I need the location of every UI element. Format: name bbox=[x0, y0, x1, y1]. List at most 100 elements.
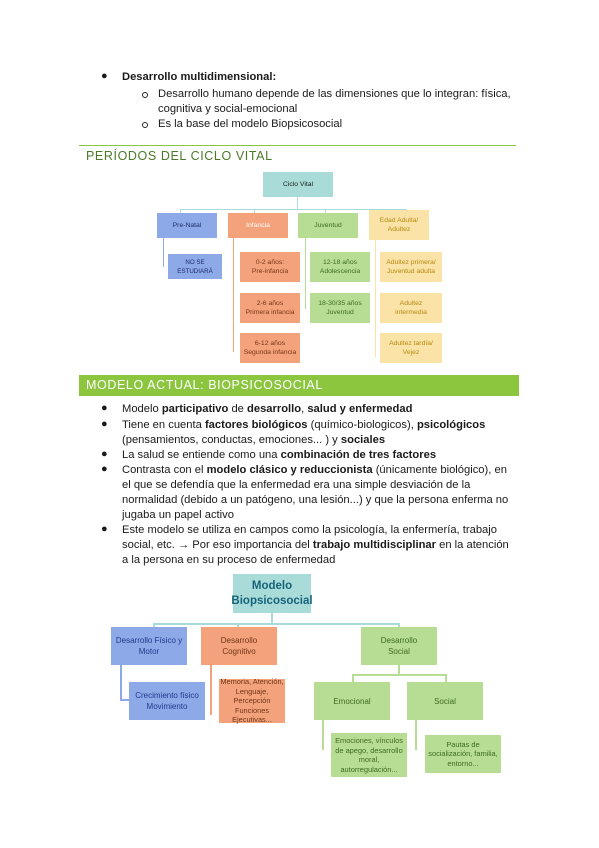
section-banner: MODELO ACTUAL: BIOPSICOSOCIAL bbox=[79, 375, 519, 396]
node-line: Memoria, Atención, bbox=[220, 677, 284, 687]
node-line: Lenguaje, Percepción bbox=[233, 686, 271, 706]
bold-text: modelo clásico y reduccionista bbox=[206, 464, 373, 476]
text: (pensamientos, conductas, emociones... )… bbox=[122, 434, 341, 446]
connector bbox=[415, 720, 417, 750]
diagram-node-adultez-primera: Adultez primera/Juventud adulta bbox=[380, 252, 442, 282]
node-line: Adultez primera/ bbox=[386, 259, 436, 266]
connector bbox=[153, 623, 399, 625]
connector bbox=[352, 674, 446, 676]
node-line: de apego, desarrollo bbox=[335, 745, 403, 755]
node-line: Motor bbox=[138, 647, 160, 656]
diagram-node-root: Ciclo Vital bbox=[263, 172, 333, 197]
circle-bullet-icon bbox=[142, 92, 148, 98]
diagram-node-emocional: Emocional bbox=[314, 682, 390, 720]
diagram-node-prenatal: Pre-Natal bbox=[157, 213, 217, 238]
connector bbox=[237, 623, 239, 628]
bullet-icon: ● bbox=[101, 448, 108, 460]
list-item-continuation: (pensamientos, conductas, emociones... )… bbox=[122, 433, 385, 448]
diagram-node-juventud: Juventud bbox=[298, 213, 358, 238]
bullet-icon: ● bbox=[101, 523, 108, 535]
connector bbox=[398, 623, 400, 628]
diagram-node-adulta: Edad Adulta/Adultez bbox=[369, 210, 429, 240]
list-item-continuation: jugaba un papel activo bbox=[122, 509, 234, 521]
diagram-node-preinfancia: 0-2 años: Pre-infancia bbox=[240, 252, 300, 282]
bold-text: factores biológicos bbox=[204, 419, 308, 431]
node-line: autorregulación... bbox=[340, 764, 398, 774]
node-line: moral, bbox=[358, 755, 380, 764]
node-line: 12-18 años bbox=[322, 259, 357, 266]
text: Modelo bbox=[122, 403, 162, 415]
list-item: Este modelo se utiliza en campos como la… bbox=[122, 524, 497, 536]
text: La salud se entiende como una bbox=[122, 449, 281, 461]
node-line: 0-2 años: bbox=[255, 259, 285, 266]
node-line: Pre-infancia bbox=[251, 268, 289, 275]
node-line: Funciones bbox=[234, 705, 270, 715]
text: (químico-biologicos), bbox=[307, 419, 417, 431]
sub-bullet-text: cognitiva y social-emocional bbox=[158, 103, 298, 115]
diagram-node-adultez-tardia: Adultez tardía/Vejez bbox=[380, 333, 442, 363]
node-line: Primera infancia bbox=[245, 309, 295, 316]
node-line: Juventud adulta bbox=[387, 268, 435, 275]
sub-bullet-text: Es la base del modelo Biopsicosocial bbox=[158, 118, 343, 130]
node-line: Desarrollo Físico y bbox=[115, 636, 183, 645]
section-heading: PERÍODOS DEL CICLO VITAL bbox=[86, 149, 273, 163]
node-line: entorno... bbox=[447, 758, 479, 768]
node-line: Pautas de bbox=[446, 739, 480, 749]
node-line: Modelo bbox=[251, 579, 293, 592]
list-item-continuation: a la persona en su proceso de enfermedad bbox=[122, 554, 336, 566]
bullet-icon: ● bbox=[101, 70, 108, 82]
diagram-node-fisico: Desarrollo Físico y Motor bbox=[111, 627, 187, 665]
node-line: socialización, familia, bbox=[428, 749, 498, 759]
list-item: Contrasta con el modelo clásico y reducc… bbox=[122, 463, 507, 478]
text: de bbox=[228, 403, 248, 415]
node-line: Adultez tardía/ bbox=[389, 340, 433, 347]
bold-text: trabajo multidisciplinar bbox=[312, 539, 436, 551]
node-line: Juventud bbox=[326, 309, 354, 316]
diagram-node-social: Social bbox=[407, 682, 483, 720]
connector bbox=[153, 623, 155, 628]
connector bbox=[120, 665, 122, 700]
node-line: intermedia bbox=[395, 309, 427, 316]
bullet-icon: ● bbox=[101, 463, 108, 475]
list-item: Tiene en cuenta factores biológicos (quí… bbox=[122, 418, 485, 433]
connector bbox=[398, 665, 400, 675]
sub-bullet-text: Desarrollo humano depende de las dimensi… bbox=[158, 88, 511, 100]
connector bbox=[305, 237, 306, 309]
node-line: Crecimiento físico bbox=[135, 691, 199, 700]
list-item-continuation: el que se defendía que la enfermedad era… bbox=[122, 479, 471, 491]
list-item-continuation: normalidad (debido a un patógeno, una le… bbox=[122, 494, 509, 506]
list-item-continuation: social, etc. → Por eso importancia del t… bbox=[122, 538, 509, 553]
bullet-icon: ● bbox=[101, 418, 108, 430]
bold-text: salud y enfermedad bbox=[307, 403, 413, 415]
node-line: Adultez bbox=[399, 300, 423, 307]
bold-text: sociales bbox=[340, 434, 386, 446]
diagram-node-adultez-intermedia: Adultez intermedia bbox=[380, 293, 442, 323]
node-line: Cognitivo bbox=[222, 647, 256, 656]
connector bbox=[297, 197, 298, 209]
node-line: Segunda infancia bbox=[243, 349, 297, 356]
connector bbox=[375, 237, 376, 357]
bold-text: psicológicos bbox=[416, 419, 486, 431]
node-line: 2-6 años bbox=[256, 300, 284, 307]
heading-rule bbox=[79, 145, 516, 146]
node-line: Desarrollo bbox=[220, 636, 258, 645]
diagram-node-infancia: Infancia bbox=[228, 213, 288, 238]
node-line: Movimiento bbox=[146, 702, 188, 711]
circle-bullet-icon bbox=[142, 122, 148, 128]
text: Tiene en cuenta bbox=[122, 419, 205, 431]
bold-text: participativo bbox=[161, 403, 229, 415]
node-line: Edad Adulta/ bbox=[379, 217, 419, 224]
node-line: Emociones, vínculos bbox=[335, 736, 403, 745]
node-line: Biopsicosocial bbox=[231, 594, 313, 607]
node-line: 18-30/35 años bbox=[318, 300, 362, 307]
